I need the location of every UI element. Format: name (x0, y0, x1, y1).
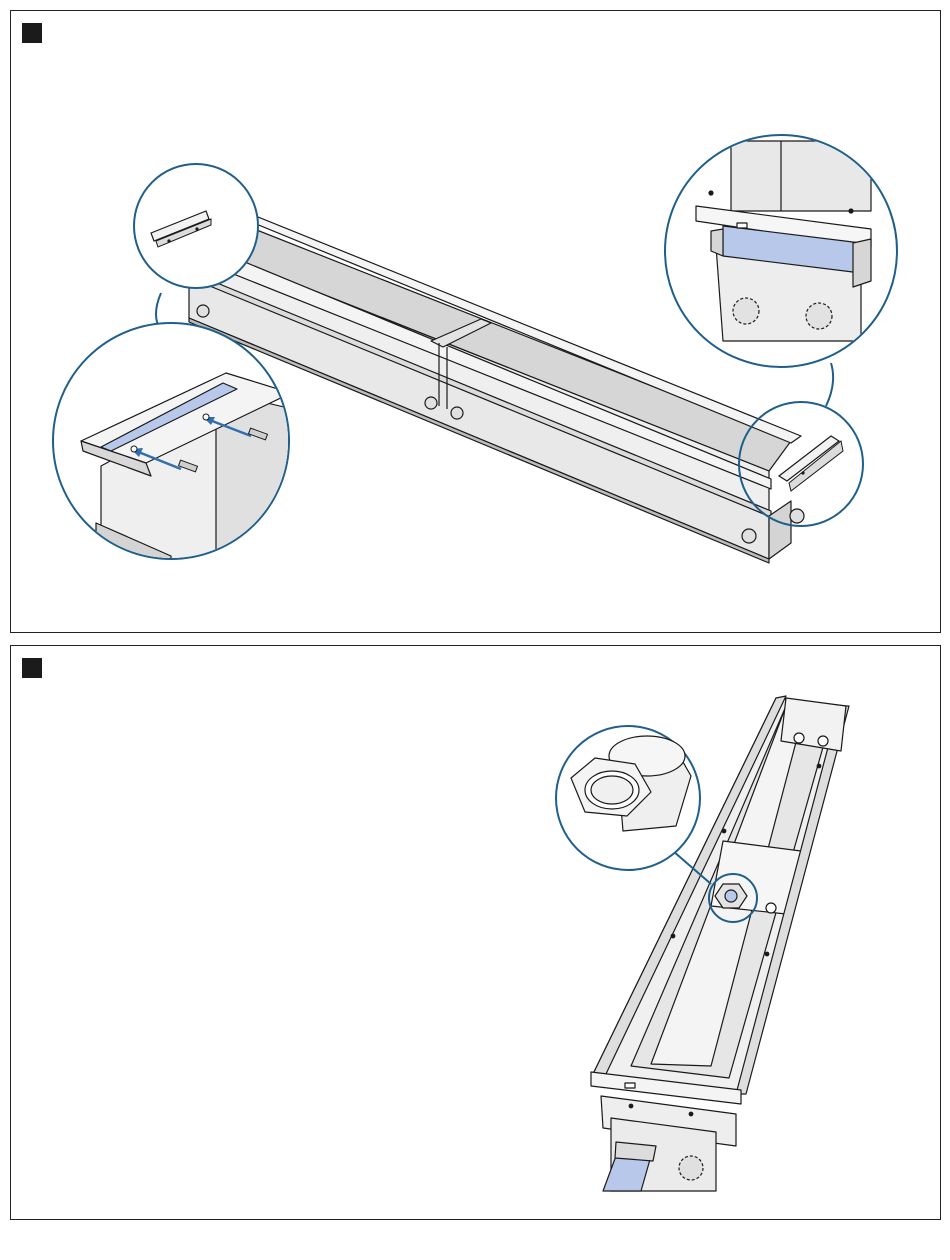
callout-bracket-screws (53, 323, 301, 571)
callout-conduit-bushing (556, 726, 700, 870)
callout-end-bracket-left (134, 164, 258, 288)
step-panel-2 (10, 645, 941, 1220)
callout-bracket-mounted (665, 135, 897, 367)
step-1-illustration (11, 11, 940, 632)
callout-connector-right (826, 363, 833, 406)
step-2-illustration (11, 646, 940, 1219)
step-panel-1 (10, 10, 941, 633)
